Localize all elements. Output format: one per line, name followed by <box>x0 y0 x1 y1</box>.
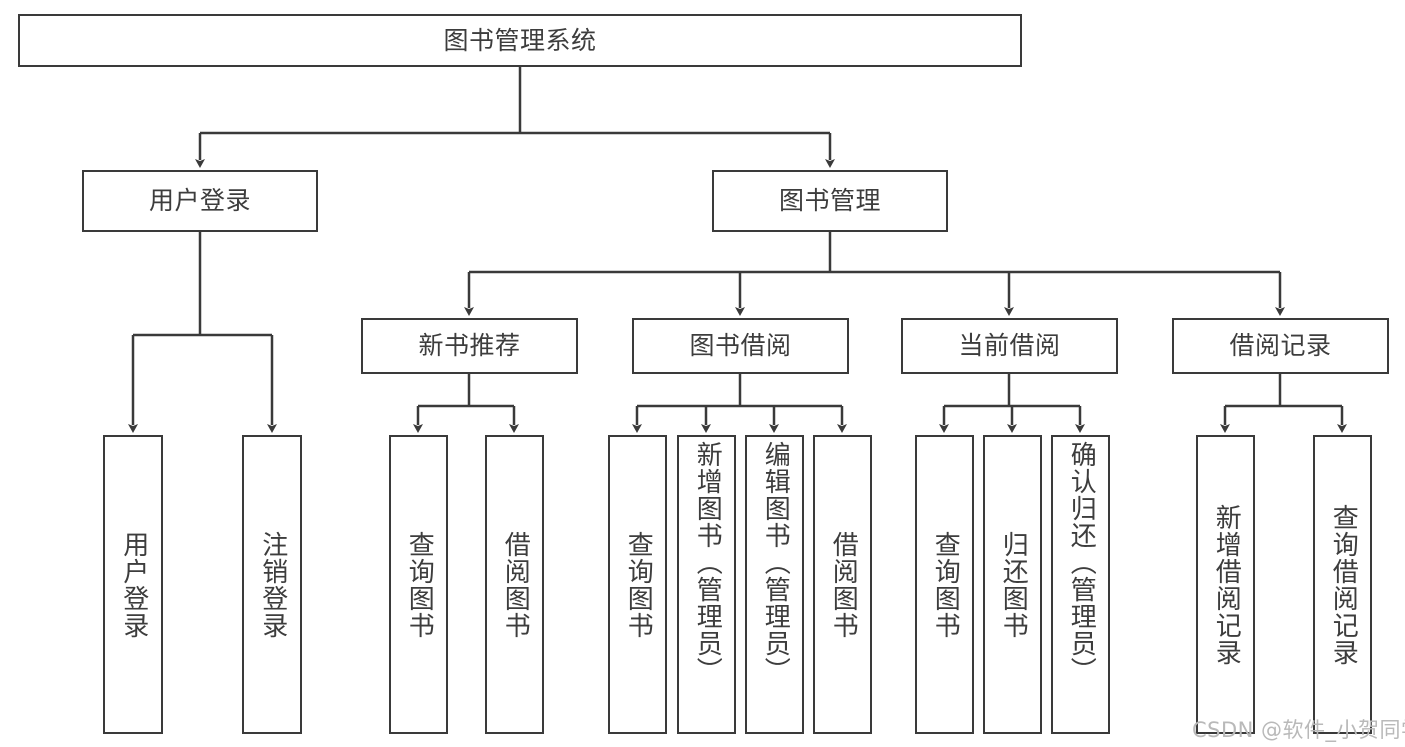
node-book-borrow[interactable]: 图书借阅 <box>632 318 849 374</box>
node-current-borrow-label: 当前借阅 <box>958 331 1061 360</box>
node-leaf-borrow-book-label: 借阅图书 <box>828 530 859 639</box>
node-borrow-record-label: 借阅记录 <box>1229 331 1332 360</box>
node-borrow-record[interactable]: 借阅记录 <box>1172 318 1389 374</box>
node-leaf-query-borrow-record-label: 查询借阅记录 <box>1328 503 1359 666</box>
node-leaf-query-book-borrow-label: 查询图书 <box>623 530 654 639</box>
edge-group-user-login <box>128 232 277 433</box>
node-leaf-add-book-admin[interactable]: 新增图书（管理员） <box>677 435 736 734</box>
edge-group-book-management <box>464 232 1285 316</box>
node-leaf-query-book-recommend[interactable]: 查询图书 <box>389 435 448 734</box>
node-leaf-user-login-label: 用户登录 <box>118 530 149 639</box>
node-leaf-borrow-book[interactable]: 借阅图书 <box>813 435 872 734</box>
node-leaf-add-borrow-record-label: 新增借阅记录 <box>1211 503 1242 666</box>
edge-group-borrow-record <box>1220 374 1347 433</box>
csdn-watermark: CSDN @软件_小贺同学 <box>1192 718 1405 742</box>
node-leaf-logout-login-label: 注销登录 <box>257 530 288 639</box>
edge-group-current-borrow <box>939 374 1085 433</box>
edge-group-root <box>195 67 835 168</box>
node-leaf-confirm-return-admin[interactable]: 确认归还（管理员） <box>1051 435 1110 734</box>
node-leaf-edit-book-admin[interactable]: 编辑图书（管理员） <box>745 435 804 734</box>
node-leaf-borrow-book-recommend-label: 借阅图书 <box>500 530 531 639</box>
node-leaf-query-book-borrow[interactable]: 查询图书 <box>608 435 667 734</box>
node-leaf-return-book-label: 归还图书 <box>998 530 1029 639</box>
node-new-book-recommend-label: 新书推荐 <box>418 331 521 360</box>
node-leaf-add-book-admin-label: 新增图书（管理员） <box>692 441 723 684</box>
edge-group-new-book-recommend <box>413 374 519 433</box>
node-root[interactable]: 图书管理系统 <box>18 14 1022 67</box>
node-leaf-query-book-current-label: 查询图书 <box>930 530 961 639</box>
node-leaf-edit-book-admin-label: 编辑图书（管理员） <box>760 441 791 684</box>
node-leaf-logout-login[interactable]: 注销登录 <box>242 435 302 734</box>
node-book-management-label: 图书管理 <box>778 186 881 215</box>
node-user-login-label: 用户登录 <box>148 186 251 215</box>
node-leaf-user-login[interactable]: 用户登录 <box>103 435 163 734</box>
node-leaf-query-borrow-record[interactable]: 查询借阅记录 <box>1313 435 1372 734</box>
node-current-borrow[interactable]: 当前借阅 <box>901 318 1118 374</box>
node-leaf-return-book[interactable]: 归还图书 <box>983 435 1042 734</box>
node-leaf-add-borrow-record[interactable]: 新增借阅记录 <box>1196 435 1255 734</box>
node-new-book-recommend[interactable]: 新书推荐 <box>361 318 578 374</box>
node-book-borrow-label: 图书借阅 <box>689 331 792 360</box>
node-user-login[interactable]: 用户登录 <box>82 170 318 232</box>
node-leaf-query-book-recommend-label: 查询图书 <box>404 530 435 639</box>
node-leaf-borrow-book-recommend[interactable]: 借阅图书 <box>485 435 544 734</box>
edge-group-book-borrow <box>632 374 847 433</box>
node-leaf-confirm-return-admin-label: 确认归还（管理员） <box>1066 441 1097 684</box>
node-book-management[interactable]: 图书管理 <box>712 170 948 232</box>
node-leaf-query-book-current[interactable]: 查询图书 <box>915 435 974 734</box>
node-root-label: 图书管理系统 <box>443 25 597 55</box>
